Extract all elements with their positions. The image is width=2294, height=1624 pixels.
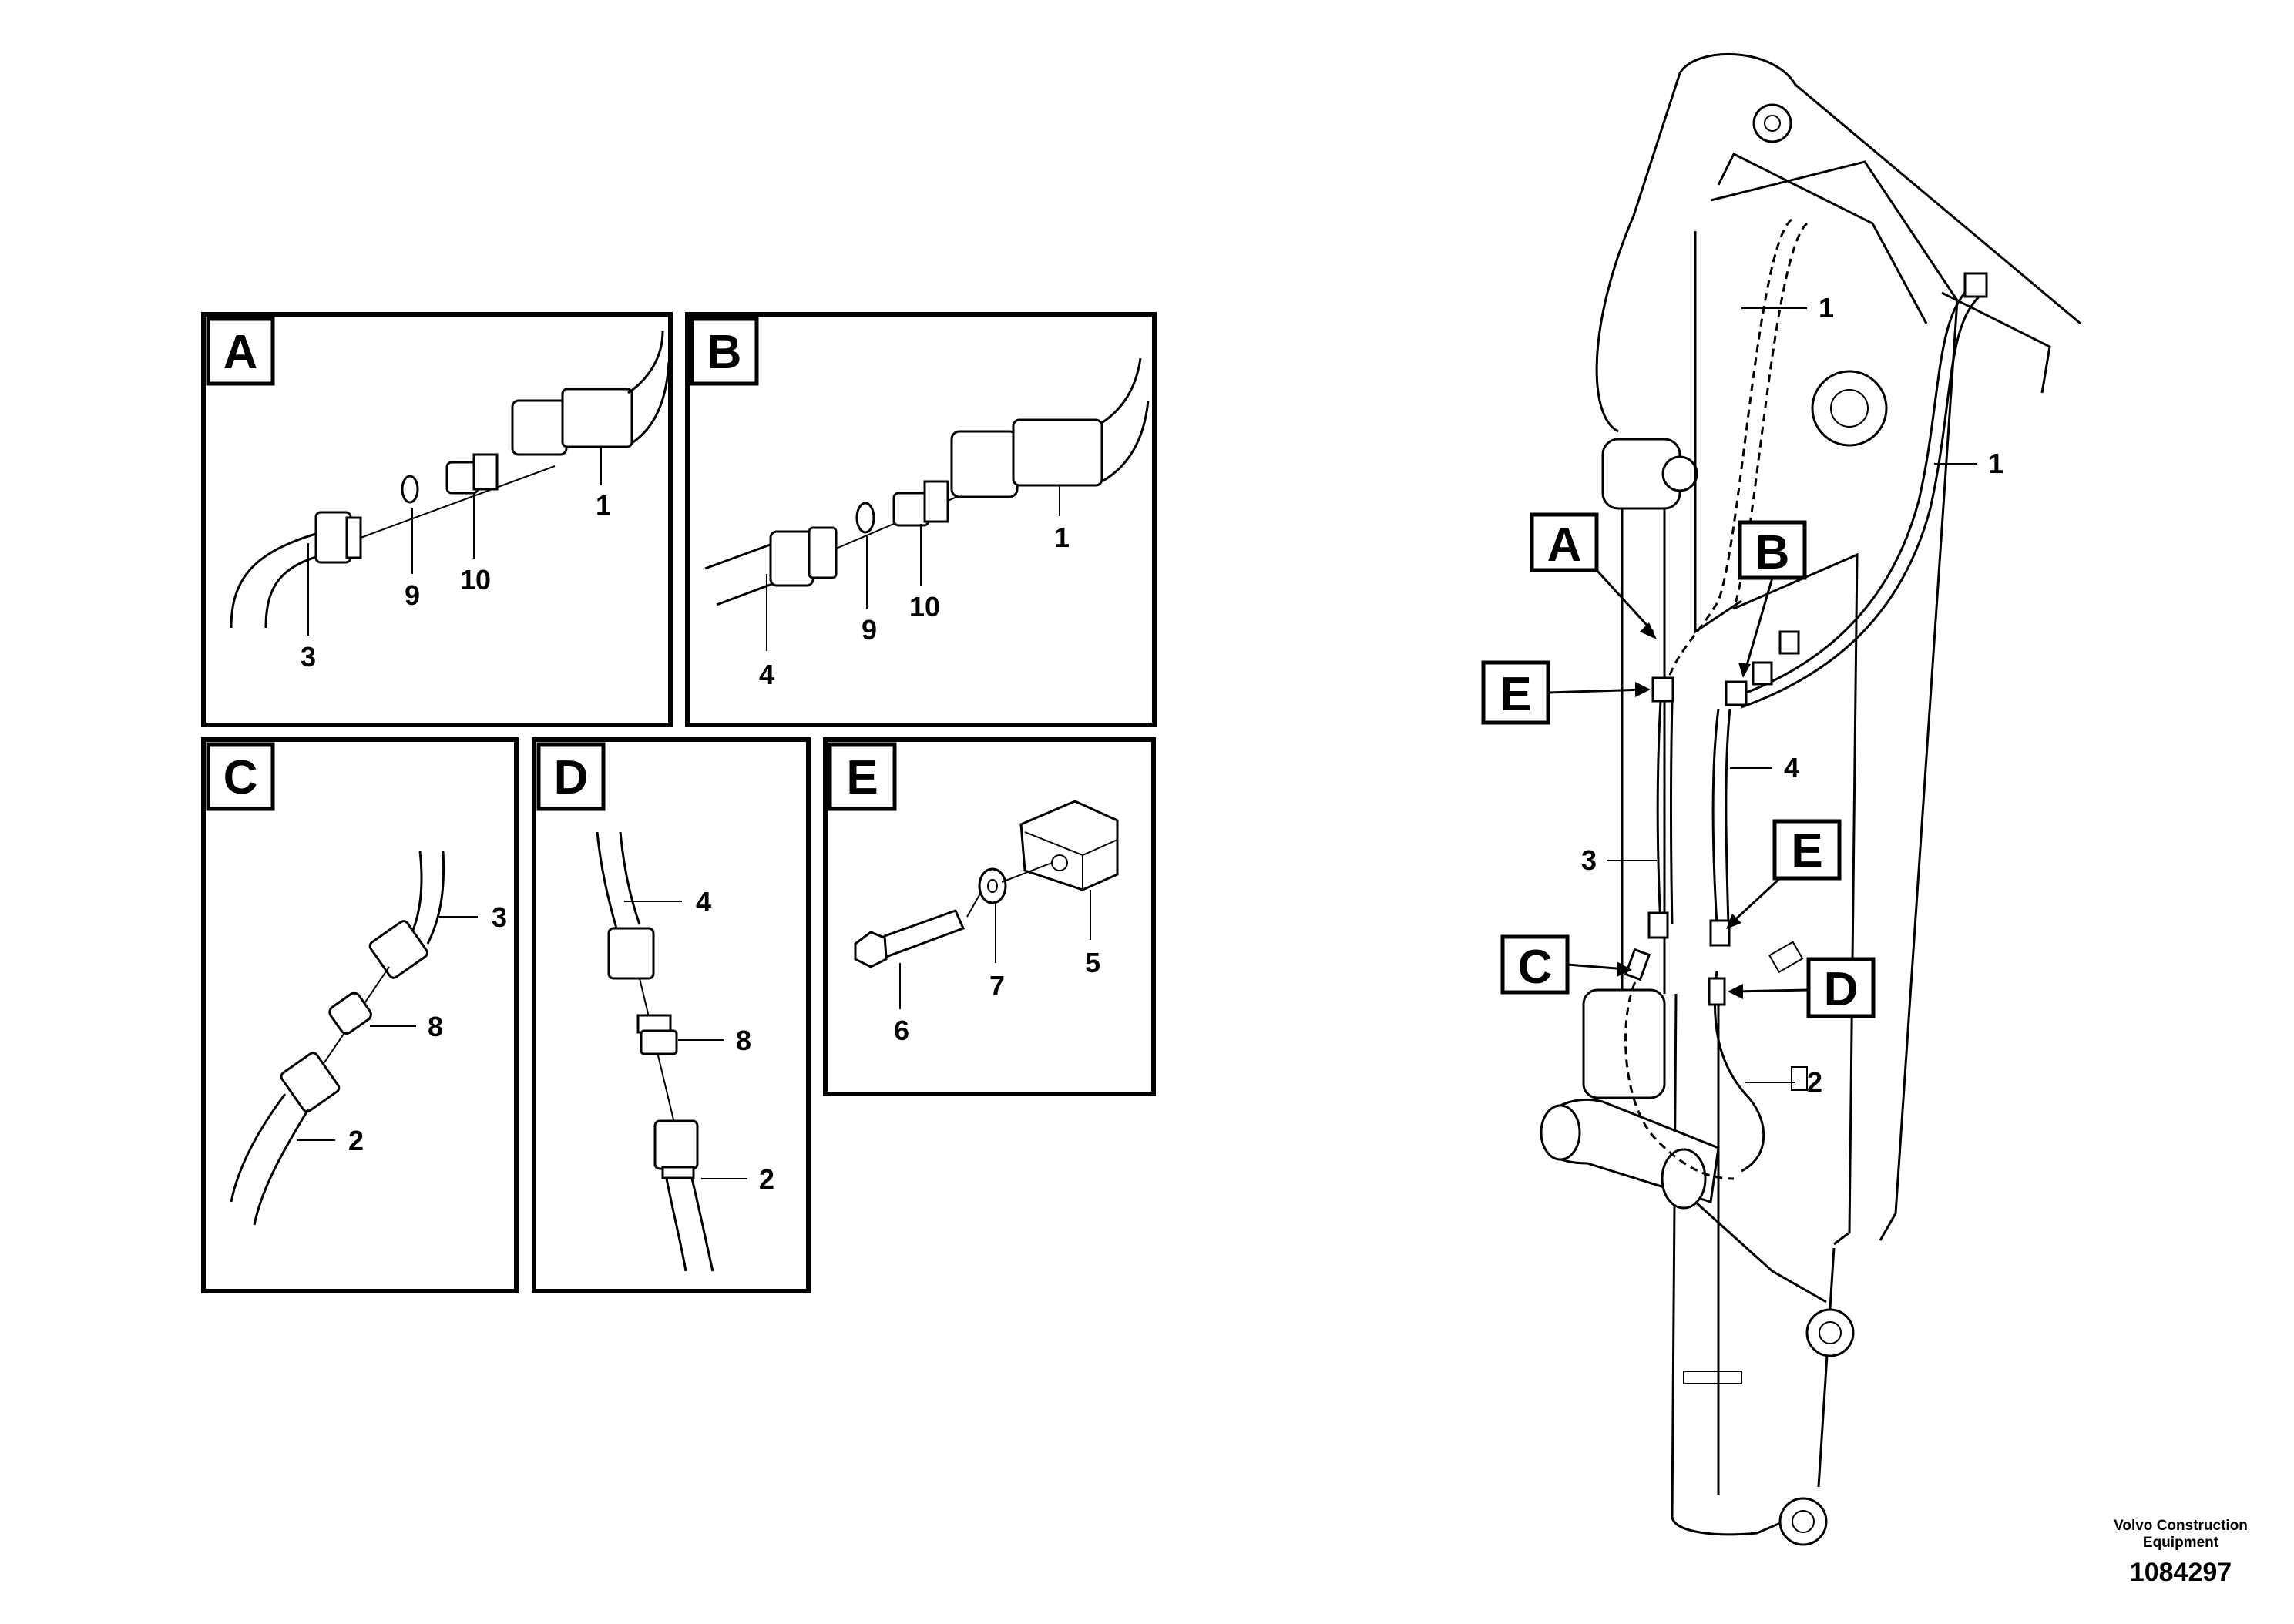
- callout-e-lower: E: [1726, 819, 1842, 929]
- part-number-4d: 4: [696, 886, 711, 918]
- bolt-6: [854, 931, 888, 968]
- view-c-tag: [206, 742, 275, 811]
- callout-b: B: [1738, 520, 1807, 678]
- part-number-7: 7: [989, 970, 1005, 1002]
- fitting-1: [511, 399, 568, 456]
- boom-assembly: A B E E C D: [1481, 52, 2081, 1546]
- view-e-letter: E: [846, 751, 878, 804]
- part-number-9b: 9: [862, 614, 877, 646]
- detail-view-e: E 5 7 6: [823, 737, 1156, 1096]
- main-part-3: 3: [1581, 844, 1597, 876]
- part-number-4: 4: [759, 659, 774, 690]
- part-number-8c: 8: [428, 1011, 443, 1042]
- svg-text:E: E: [1500, 668, 1531, 721]
- route-clamp-c: [1647, 911, 1669, 939]
- document-number: 1084297: [2129, 1558, 2232, 1587]
- view-e-tag: [828, 742, 897, 811]
- hose-2d: [665, 1178, 687, 1272]
- part-number-2d: 2: [759, 1163, 774, 1195]
- view-b-letter: B: [707, 326, 742, 379]
- main-part-1-right: 1: [1988, 448, 2003, 479]
- callout-d: D: [1728, 957, 1876, 1018]
- fitting-1b: [950, 430, 1019, 498]
- adapter-10b: [892, 492, 930, 527]
- callout-c: C: [1500, 934, 1632, 995]
- part-number-9: 9: [405, 579, 420, 611]
- part-number-10b: 10: [909, 591, 940, 622]
- hose-2c: [230, 1093, 287, 1203]
- part-number-3c: 3: [492, 901, 507, 933]
- boom-upper-outline: [1678, 52, 2081, 325]
- svg-text:B: B: [1755, 526, 1790, 579]
- o-ring-9b: [855, 502, 875, 534]
- detail-view-d: D 4 8 2: [532, 737, 811, 1293]
- hose-4d: [596, 831, 618, 929]
- detail-view-b: B 4 9 10 1: [685, 312, 1157, 727]
- boom-right-edge: [1710, 160, 1959, 1241]
- callout-a: A: [1530, 512, 1657, 639]
- part-number-8d: 8: [736, 1025, 751, 1056]
- part-number-6: 6: [894, 1015, 909, 1046]
- detail-view-a: A 3 9 10 1: [201, 312, 673, 727]
- view-a-tag: [206, 317, 275, 386]
- foot-pivot-pin: [1778, 1497, 1828, 1546]
- route-clamp-e: [1709, 919, 1731, 947]
- fitting-3c: [368, 920, 428, 979]
- fitting-4d: [607, 927, 655, 980]
- o-ring-9: [401, 475, 419, 504]
- main-part-2: 2: [1807, 1066, 1822, 1098]
- part-number-5: 5: [1085, 947, 1100, 978]
- hose-3c: [411, 851, 423, 933]
- part-number-3: 3: [301, 641, 316, 673]
- view-a-frame: [201, 312, 673, 727]
- brand-label: Volvo Construction Equipment: [2114, 1518, 2248, 1551]
- hose-route-2: [1713, 970, 1765, 1173]
- view-d-letter: D: [554, 751, 589, 804]
- part-number-1b: 1: [1054, 522, 1070, 553]
- hose-route-3: [1656, 700, 1662, 925]
- washer-7: [978, 867, 1007, 904]
- top-pivot-pin: [1752, 103, 1792, 143]
- part-number-10: 10: [460, 564, 491, 596]
- hose-route-1-hidden: [1663, 218, 1792, 694]
- boom-lower-body: [1671, 993, 1812, 1536]
- route-clamp-a: [1651, 676, 1674, 703]
- view-b-tag: [690, 317, 759, 386]
- view-a-letter: A: [223, 326, 258, 379]
- view-c-letter: C: [223, 751, 258, 804]
- fitting-3: [314, 511, 352, 564]
- svg-text:D: D: [1824, 963, 1859, 1016]
- hose-4: [704, 542, 775, 570]
- svg-text:E: E: [1791, 824, 1822, 877]
- fitting-2c: [280, 1052, 341, 1113]
- hose-3: [230, 530, 324, 629]
- svg-text:C: C: [1518, 941, 1553, 994]
- view-d-tag: [536, 742, 606, 811]
- hose-route-4: [1711, 708, 1720, 925]
- side-pivot-hub: [1811, 370, 1888, 447]
- hose-route-1-outer: [1733, 284, 1973, 699]
- lower-pivot-pin: [1805, 1308, 1855, 1357]
- main-part-4: 4: [1784, 752, 1799, 783]
- part-number-2c: 2: [348, 1125, 364, 1156]
- union-8c: [328, 992, 372, 1035]
- clamp-5: [1019, 800, 1119, 891]
- fitting-4: [769, 530, 814, 587]
- lower-cylinder: [1582, 988, 1666, 1099]
- detail-view-c: C 3 8 2: [201, 737, 519, 1293]
- fitting-2d: [653, 1119, 699, 1170]
- hose-1b: [1100, 357, 1142, 425]
- part-number-1: 1: [596, 489, 611, 521]
- svg-text:A: A: [1547, 518, 1582, 572]
- main-part-1-upper: 1: [1819, 292, 1834, 324]
- route-clamp-b: [1725, 680, 1748, 706]
- hose-1: [627, 331, 664, 394]
- callout-e-upper: E: [1481, 660, 1651, 725]
